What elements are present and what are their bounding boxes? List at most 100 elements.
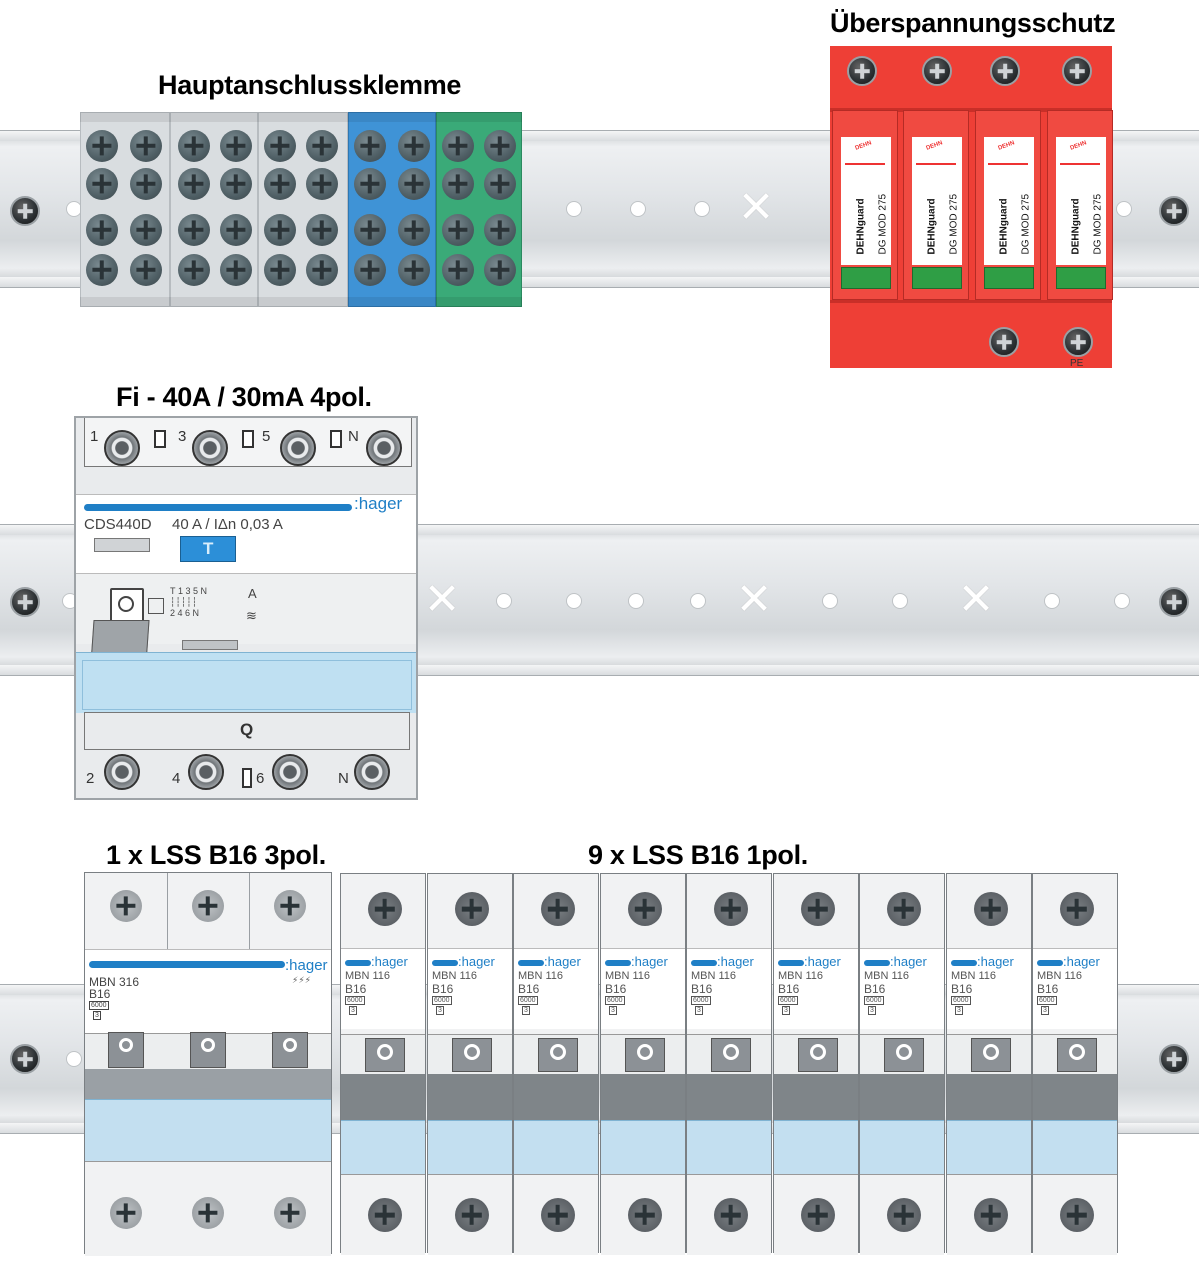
terminal-screw-icon[interactable] — [264, 254, 296, 286]
terminal-screw-icon[interactable] — [484, 214, 516, 246]
terminal-screw-icon[interactable] — [306, 254, 338, 286]
terminal-screw-icon[interactable] — [354, 168, 386, 200]
mcb3-screw-icon[interactable] — [192, 890, 224, 922]
terminal-screw-icon[interactable] — [264, 168, 296, 200]
mcb1-screw-icon[interactable] — [1059, 1198, 1094, 1232]
terminal-screw-icon[interactable] — [130, 130, 162, 162]
rcd-model: CDS440D — [84, 516, 152, 533]
terminal-screw-icon[interactable] — [398, 254, 430, 286]
terminal-screw-icon[interactable] — [306, 130, 338, 162]
mcb1-screw-icon[interactable] — [540, 1198, 575, 1232]
mcb1-screw-icon[interactable] — [540, 892, 575, 926]
mcb1-screw-icon[interactable] — [454, 1198, 489, 1232]
spd-screw-icon[interactable] — [847, 56, 877, 86]
terminal-screw-icon[interactable] — [442, 168, 474, 200]
mcb1-screw-icon[interactable] — [713, 1198, 748, 1232]
spd-model: DG MOD 275 — [1020, 193, 1032, 255]
terminal-screw-icon[interactable] — [306, 214, 338, 246]
rail-hole — [1116, 201, 1132, 217]
mcb1-toggle-lever[interactable] — [797, 1038, 838, 1072]
spd-screw-icon[interactable] — [922, 56, 952, 86]
terminal-screw-icon[interactable] — [442, 214, 474, 246]
spd-screw-icon[interactable] — [1063, 327, 1093, 357]
terminal-screw-icon[interactable] — [86, 214, 118, 246]
mcb3-screw-icon[interactable] — [110, 1197, 142, 1229]
mcb1-screw-icon[interactable] — [627, 892, 662, 926]
terminal-screw-icon[interactable] — [178, 130, 210, 162]
mcb1-screw-icon[interactable] — [886, 892, 921, 926]
mcb1-class: 3 — [609, 1006, 617, 1015]
mcb1-screw-icon[interactable] — [973, 892, 1008, 926]
mcb3-brand-logo: :hager — [285, 957, 328, 974]
terminal-screw-icon[interactable] — [484, 168, 516, 200]
mcb1-screw-icon[interactable] — [1059, 892, 1094, 926]
mcb3-screw-icon[interactable] — [110, 890, 142, 922]
mcb3-class: 3 — [93, 1011, 101, 1020]
terminal-screw-icon[interactable] — [354, 254, 386, 286]
terminal-screw-icon[interactable] — [484, 130, 516, 162]
mcb1-toggle-lever[interactable] — [883, 1038, 924, 1072]
mcb1-model: MBN 116 — [778, 970, 824, 982]
terminal-screw-icon[interactable] — [86, 130, 118, 162]
terminal-screw-icon[interactable] — [86, 168, 118, 200]
mcb1-screw-icon[interactable] — [800, 1198, 835, 1232]
mcb1-screw-icon[interactable] — [886, 1198, 921, 1232]
terminal-screw-icon[interactable] — [398, 130, 430, 162]
terminal-screw-icon[interactable] — [264, 214, 296, 246]
mcb1-screw-icon[interactable] — [367, 1198, 402, 1232]
mcb1-model: MBN 116 — [1037, 970, 1083, 982]
mcb1-screw-icon[interactable] — [454, 892, 489, 926]
terminal-screw-icon[interactable] — [178, 214, 210, 246]
rcd-test-button[interactable]: T — [180, 536, 236, 562]
terminal-screw-icon[interactable] — [442, 130, 474, 162]
terminal-screw-icon[interactable] — [442, 254, 474, 286]
terminal-screw-icon[interactable] — [220, 254, 252, 286]
rcd-test-button-label: T — [203, 539, 214, 558]
mcb1-toggle-lever[interactable] — [624, 1038, 665, 1072]
terminal-screw-icon[interactable] — [398, 214, 430, 246]
mcb1-screw-icon[interactable] — [367, 892, 402, 926]
terminal-screw-icon[interactable] — [130, 254, 162, 286]
rail-screw-icon — [10, 1044, 40, 1074]
mcb1-screw-icon[interactable] — [713, 892, 748, 926]
mcb3-screw-icon[interactable] — [274, 1197, 306, 1229]
mcb1-screw-icon[interactable] — [800, 892, 835, 926]
mcb1-screw-icon[interactable] — [973, 1198, 1008, 1232]
terminal-screw-icon[interactable] — [306, 168, 338, 200]
terminal-screw-icon[interactable] — [130, 214, 162, 246]
mcb3-screw-icon[interactable] — [274, 890, 306, 922]
spd-status-window — [1056, 267, 1106, 289]
mcb1-screw-icon[interactable] — [627, 1198, 662, 1232]
mcb1-brand-logo: :hager — [890, 954, 927, 969]
terminal-screw-icon[interactable] — [178, 254, 210, 286]
terminal-screw-icon[interactable] — [398, 168, 430, 200]
terminal-screw-icon[interactable] — [220, 130, 252, 162]
rcd-toggle-lever[interactable] — [90, 588, 150, 664]
spd-screw-icon[interactable] — [989, 327, 1019, 357]
terminal-screw-icon[interactable] — [220, 214, 252, 246]
terminal-screw-icon[interactable] — [354, 214, 386, 246]
terminal-screw-icon[interactable] — [220, 168, 252, 200]
terminal-screw-icon[interactable] — [86, 254, 118, 286]
terminal-screw-icon[interactable] — [130, 168, 162, 200]
mcb3-screw-icon[interactable] — [192, 1197, 224, 1229]
spd-screw-icon[interactable] — [990, 56, 1020, 86]
terminal-screw-icon[interactable] — [354, 130, 386, 162]
spd-status-window — [984, 267, 1034, 289]
rail-screw-icon — [10, 587, 40, 617]
wave-icon: ≋ — [246, 608, 257, 623]
mcb1-breaking: 6000 — [691, 996, 711, 1005]
mcb1-class: 3 — [436, 1006, 444, 1015]
terminal-screw-icon[interactable] — [178, 168, 210, 200]
mcb1-breaking: 6000 — [345, 996, 365, 1005]
terminal-screw-icon[interactable] — [484, 254, 516, 286]
terminal-screw-icon[interactable] — [264, 130, 296, 162]
rcd-terminal-screw-icon — [280, 430, 316, 466]
spd-status-window — [841, 267, 891, 289]
rail-hole — [628, 593, 644, 609]
spd-screw-icon[interactable] — [1062, 56, 1092, 86]
